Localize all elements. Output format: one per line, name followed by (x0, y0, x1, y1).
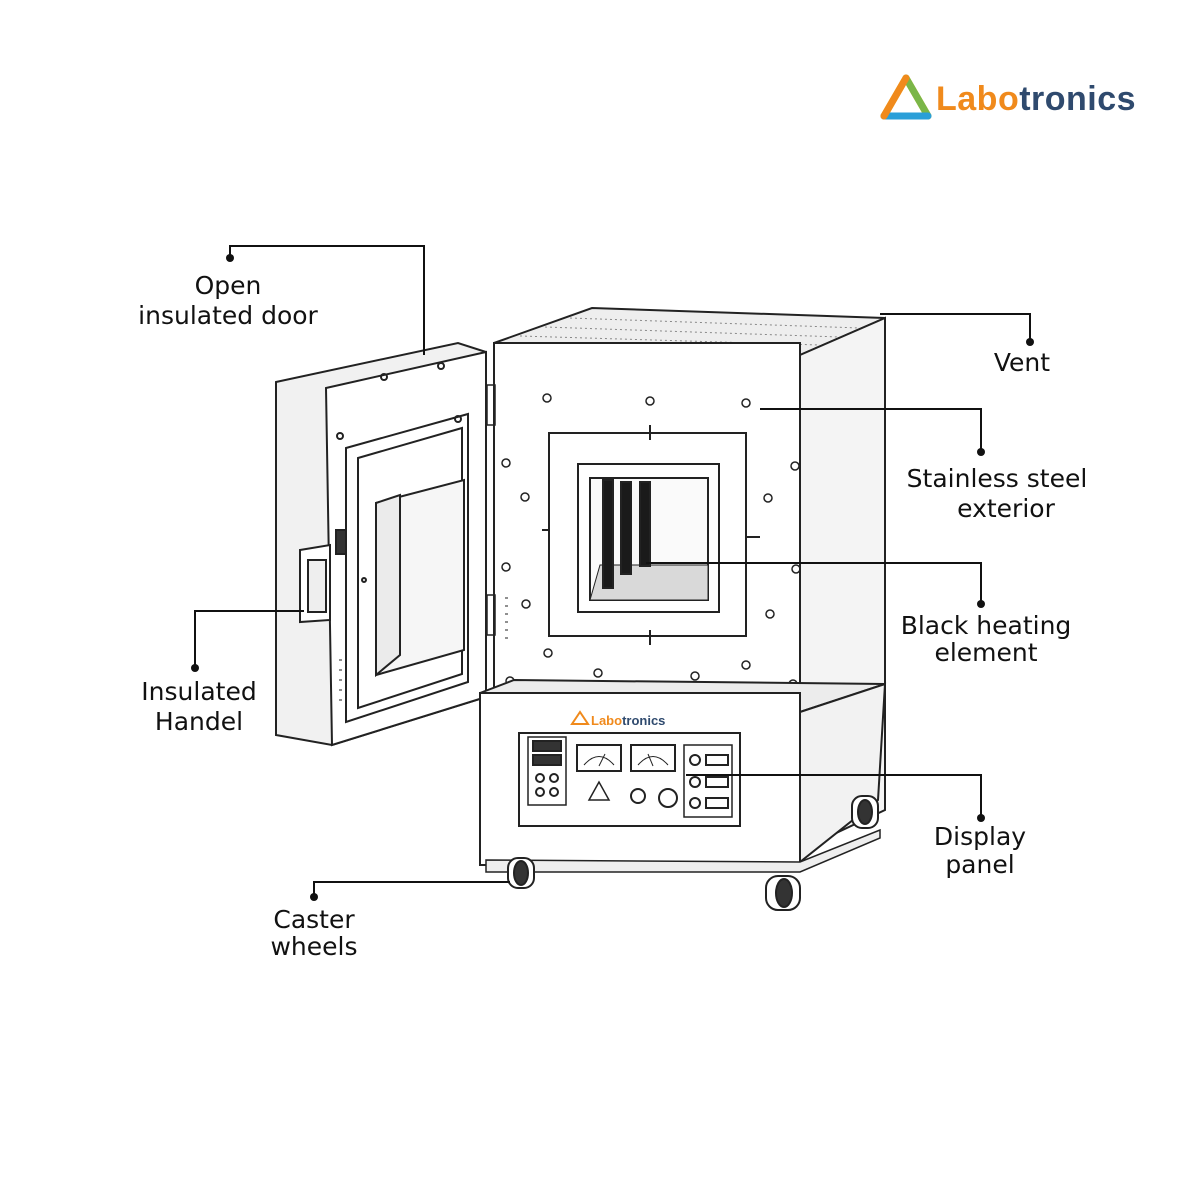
label-handle: Insulated Handel (141, 677, 257, 736)
callout-display (686, 774, 982, 818)
triangle-logo-icon (880, 74, 932, 120)
brand-name: Labotronics (936, 80, 1137, 118)
callout-exterior (760, 408, 982, 452)
callout-lines (194, 245, 1031, 897)
heating-elements (602, 479, 651, 589)
label-caster-wheels: Caster wheels (270, 905, 358, 961)
callout-handle (194, 610, 304, 668)
callout-heating (646, 562, 982, 604)
door-handle (299, 529, 347, 624)
cabinet-side (799, 682, 887, 865)
caster-wheels (507, 795, 879, 911)
label-display-panel: Display panel (933, 822, 1027, 879)
callout-dots (191, 254, 1034, 901)
open-door (275, 341, 487, 747)
label-exterior: Stainless steel exterior (906, 464, 1088, 523)
callout-wheels (313, 881, 510, 897)
label-vent: Vent (993, 348, 1051, 377)
label-heating-element: Black heating element (900, 611, 1072, 667)
callout-open-door (229, 245, 425, 355)
screws (501, 393, 801, 689)
label-open-door: Open insulated door (138, 271, 318, 330)
callout-vent (880, 313, 1031, 342)
chamber-opening (577, 463, 720, 613)
cabinet-brand-name: Labotronics (591, 713, 666, 728)
mini-logo-icon (570, 710, 590, 725)
